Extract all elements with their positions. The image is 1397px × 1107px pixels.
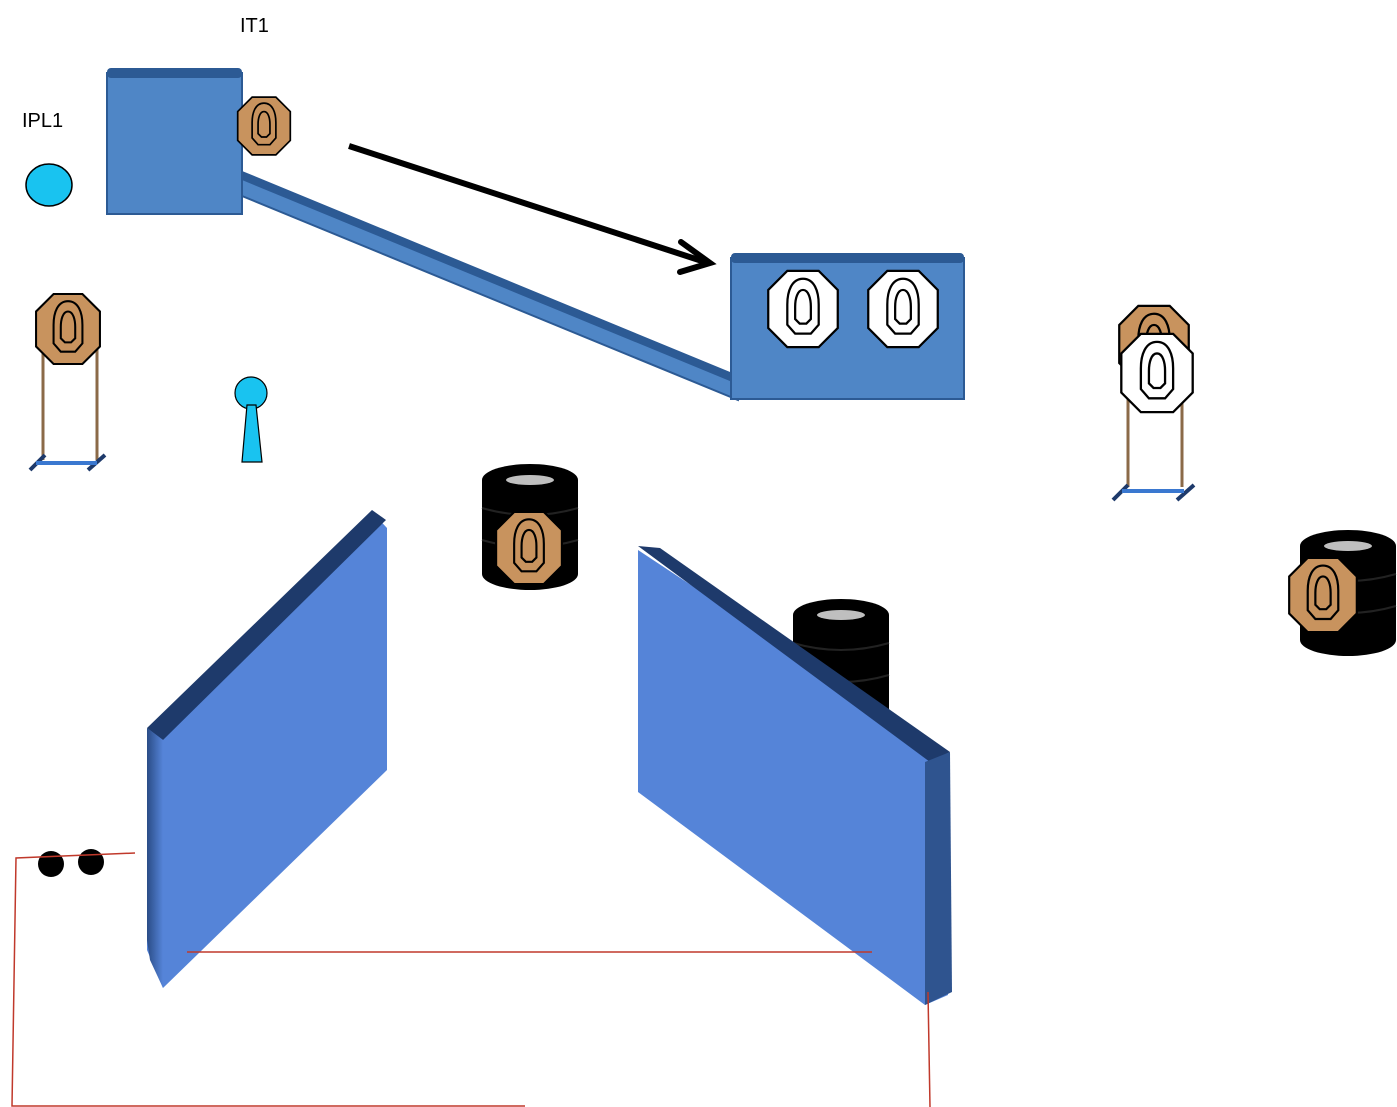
cardboard-target-icon — [236, 96, 292, 156]
cardboard-target-icon — [495, 510, 563, 586]
wall-icon — [147, 510, 387, 988]
target-stand-icon — [28, 335, 107, 472]
start-position-icon — [38, 851, 64, 877]
cardboard-target-icon — [34, 292, 102, 366]
it1-label: IT1 — [240, 15, 269, 37]
white-target-icon — [1120, 332, 1194, 414]
start-position-icon — [78, 849, 104, 875]
fault-line — [11, 852, 931, 1107]
ipl1-label: IPL1 — [22, 110, 64, 132]
cardboard-target-icon — [1288, 556, 1358, 634]
movement-arrow-icon — [348, 143, 717, 275]
start-position-icon — [25, 163, 73, 207]
wall-icon — [638, 546, 952, 1005]
white-target-icon — [867, 269, 939, 349]
white-target-icon — [767, 269, 839, 349]
start-position-icon — [234, 376, 268, 463]
diagonal-rail-wall — [241, 170, 744, 402]
upper-left-box — [106, 68, 243, 215]
